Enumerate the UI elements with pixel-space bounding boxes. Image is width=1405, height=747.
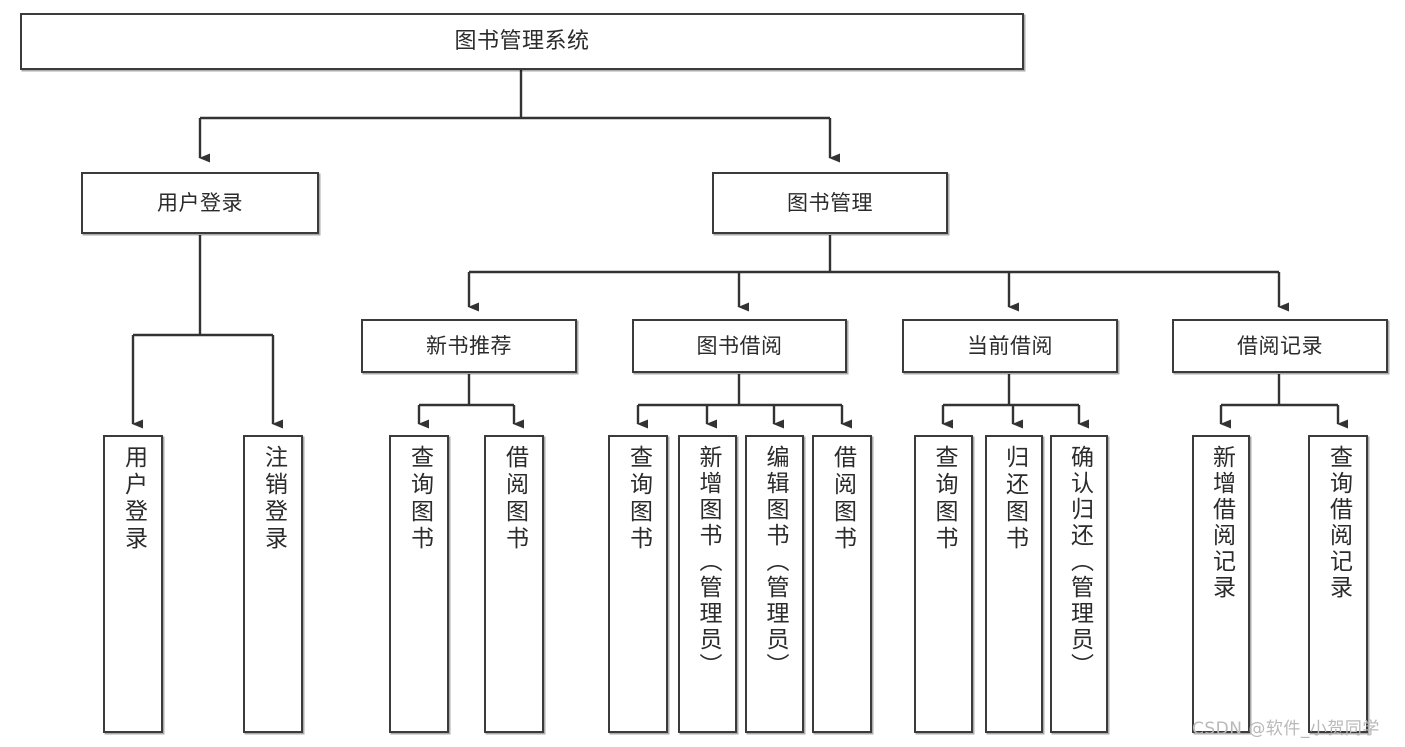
leaf-user-login-label: 用户登录 [120, 445, 147, 553]
leaf-cb-return-book-label: 归还图书 [1001, 445, 1028, 553]
watermark-text: CSDN @软件_小贺同学 [1192, 719, 1380, 739]
leaf-bb-borrow-book-label: 借阅图书 [829, 445, 856, 553]
node-book-borrow[interactable]: 图书借阅 [632, 319, 847, 373]
node-current-borrow[interactable]: 当前借阅 [902, 319, 1118, 373]
leaf-br-add-record-label: 新增借阅记录 [1208, 445, 1235, 601]
leaf-nb-borrow-book-label: 借阅图书 [501, 445, 528, 553]
leaf-br-query-record[interactable]: 查询借阅记录 [1308, 435, 1368, 733]
leaf-bb-borrow-book[interactable]: 借阅图书 [812, 435, 872, 733]
node-borrow-record-label: 借阅记录 [1237, 333, 1323, 358]
leaf-cb-query-book[interactable]: 查询图书 [914, 435, 973, 733]
node-new-book-recommend[interactable]: 新书推荐 [361, 319, 577, 373]
leaf-cb-query-book-label: 查询图书 [931, 445, 957, 553]
leaf-br-add-record[interactable]: 新增借阅记录 [1192, 435, 1250, 733]
leaf-bb-add-book-admin[interactable]: 新增图书（管理员） [678, 435, 737, 733]
leaf-bb-edit-book-admin[interactable]: 编辑图书（管理员） [745, 435, 804, 733]
node-user-login[interactable]: 用户登录 [81, 172, 319, 234]
node-root-system-label: 图书管理系统 [454, 28, 590, 54]
leaf-bb-add-book-admin-label: 新增图书（管理员） [695, 445, 721, 679]
leaf-bb-query-book-label: 查询图书 [625, 445, 652, 553]
node-new-book-recommend-label: 新书推荐 [426, 333, 512, 358]
leaf-nb-query-book[interactable]: 查询图书 [389, 435, 449, 733]
leaf-cb-return-book[interactable]: 归还图书 [985, 435, 1043, 733]
node-borrow-record[interactable]: 借阅记录 [1172, 319, 1388, 373]
node-book-management-label: 图书管理 [787, 190, 873, 215]
node-book-borrow-label: 图书借阅 [696, 333, 783, 358]
leaf-user-logout-label: 注销登录 [260, 445, 287, 553]
leaf-user-login[interactable]: 用户登录 [103, 435, 163, 733]
node-book-management[interactable]: 图书管理 [712, 172, 948, 234]
leaf-cb-confirm-return-admin[interactable]: 确认归还（管理员） [1050, 435, 1108, 733]
leaf-bb-edit-book-admin-label: 编辑图书（管理员） [762, 445, 788, 679]
leaf-nb-borrow-book[interactable]: 借阅图书 [484, 435, 544, 733]
node-root-system[interactable]: 图书管理系统 [20, 13, 1024, 70]
leaf-nb-query-book-label: 查询图书 [406, 445, 433, 553]
leaf-bb-query-book[interactable]: 查询图书 [608, 435, 668, 733]
leaf-br-query-record-label: 查询借阅记录 [1325, 445, 1352, 601]
node-user-login-label: 用户登录 [157, 190, 243, 215]
leaf-user-logout[interactable]: 注销登录 [243, 435, 303, 733]
leaf-cb-confirm-return-admin-label: 确认归还（管理员） [1066, 445, 1093, 679]
node-current-borrow-label: 当前借阅 [967, 333, 1053, 358]
